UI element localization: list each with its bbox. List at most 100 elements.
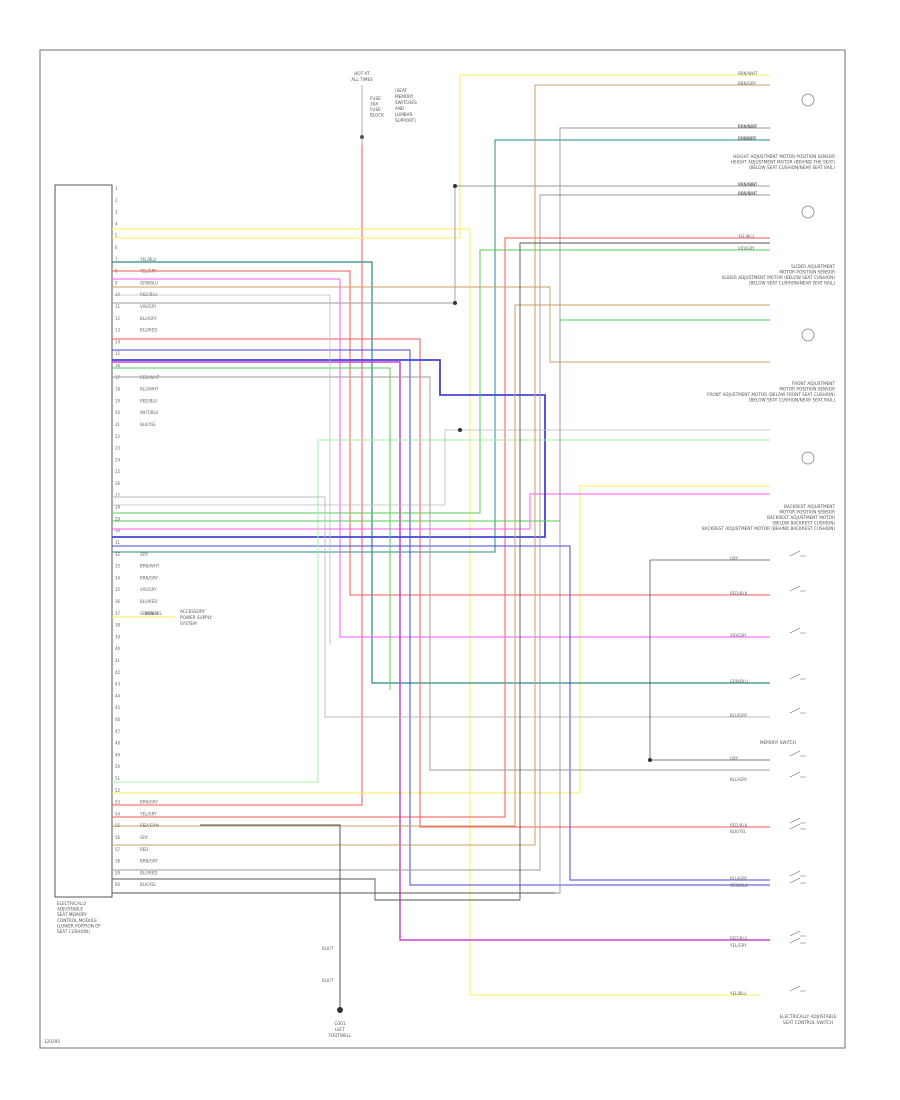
motor-wire-label: BRN/RED [738, 124, 756, 129]
power-note-line: AND [395, 106, 404, 111]
module-pin: 52 [115, 788, 121, 793]
motor-wire-label: BLK/WHT [738, 136, 757, 141]
module-wire-color: GRN/BLU [140, 611, 158, 616]
module-pin: 57 [115, 847, 121, 852]
motor-wire-label: VIO/GRY [738, 246, 755, 251]
wire-magenta-3 [112, 361, 770, 941]
wire-red-2 [112, 338, 770, 828]
reference-system-line: POWER SUPPLY [180, 615, 212, 620]
wire-blue-2 [112, 359, 546, 538]
switch-contact-icon [789, 585, 806, 592]
motor-icon [801, 328, 815, 342]
module-pin: 18 [115, 387, 121, 392]
module-wire-color: BLU/RED [140, 328, 157, 333]
module-pin: 49 [115, 752, 121, 757]
module-pin: 9 [115, 280, 118, 285]
module-pin: 29 [115, 516, 121, 521]
module-pin: 54 [115, 811, 121, 816]
switch-wire-label: BLU/GRY [730, 713, 748, 718]
ground-icon [337, 1007, 343, 1013]
module-pin: 19 [115, 398, 121, 403]
footer-code: 120295 [44, 1039, 60, 1044]
module-pin: 38 [115, 623, 121, 628]
fuse-icon [360, 135, 364, 139]
module-wire-color: VIO/GRY [140, 587, 157, 592]
module-pin: 26 [115, 481, 121, 486]
wire-power-feed [112, 145, 363, 806]
module-caption-line: SEAT CUSHION) [57, 929, 90, 934]
motor-label-line: MOTOR POSITION SENSOR [779, 510, 835, 515]
module-pin: 20 [115, 410, 121, 415]
module-wire-color: BLU/RED [140, 870, 157, 875]
module-wire-color: VIO/GRY [140, 304, 157, 309]
fuse-label-line: 30A [370, 102, 378, 107]
module-pin: 59 [115, 870, 121, 875]
module-pin: 45 [115, 705, 121, 710]
switch-wire-label: BLK/YEL [730, 829, 747, 834]
module-pin: 58 [115, 859, 121, 864]
motor-label-line: MOTOR POSITION SENSOR [779, 387, 835, 392]
power-note-line: (SEAT [395, 88, 407, 93]
motor-label-line: MOTOR POSITION SENSOR [779, 270, 835, 275]
module-pin: 16 [115, 363, 121, 368]
module-pin: 11 [115, 304, 121, 309]
switch-wire-label: GRN/BLU [730, 679, 748, 684]
module-caption-line: ELECTRICALLY [57, 901, 87, 906]
motor-label-line: SLIDER ADJUSTMENT [791, 264, 835, 269]
module-wire-color: BRN/GRY [140, 800, 158, 805]
switch-wire-labels: GRYRED/BLKVIO/GRYGRN/BLUBLU/GRYGRYBLU/GR… [729, 550, 806, 996]
wire-brown-1 [112, 84, 770, 846]
motor-label-line: HEIGHT ADJUSTMENT MOTOR (BEHIND THE SEAT… [731, 160, 836, 165]
switch-contact-icon [789, 817, 806, 824]
motor-wire-label: BRN/WHT [738, 191, 758, 196]
control-module-box [54, 184, 113, 898]
memory-switch-label: MEMORY SWITCH [760, 740, 796, 745]
power-note-line: MEMORY [395, 94, 414, 99]
power-source-line: ALL TIMES [351, 77, 373, 82]
module-pin: 25 [115, 469, 121, 474]
wire-blue-1 [112, 349, 770, 886]
module-wire-color: BRN/GRY [140, 575, 158, 580]
seat-switch-caption-line: SEAT CONTROL SWITCH [783, 1020, 833, 1025]
wire-green-2 [112, 439, 770, 783]
wire-grey-2 [112, 496, 770, 718]
module-pin: 15 [115, 351, 121, 356]
motor-label-line: BACKREST ADJUSTMENT MOTOR (BEHIND BACKRE… [702, 526, 835, 531]
motor-label-line: BACKREST ADJUSTMENT [784, 504, 835, 509]
module-wire-color: BLU/WHT [140, 387, 159, 392]
wire-red-3 [112, 237, 770, 818]
switch-contact-icon [789, 877, 806, 884]
module-pin: 23 [115, 446, 121, 451]
wire-grey-6 [112, 294, 331, 645]
wire-green-1 [112, 249, 770, 514]
motor-wire-label: BRN/WHT [738, 182, 758, 187]
motor-label-line: (BELOW SEAT CUSHION/NEAR SEAT RAIL) [749, 398, 835, 403]
module-caption-line: CONTROL MODULE [57, 918, 97, 923]
module-wire-color: RED [140, 847, 148, 852]
ground-label-line: G301 [334, 1021, 346, 1026]
module-pin: 36 [115, 599, 121, 604]
wire-magenta-1 [112, 278, 770, 638]
module-pin: 21 [115, 422, 121, 427]
module-pin: 44 [115, 693, 121, 698]
wire-memory-gnd [649, 560, 770, 761]
motor-label-line: (BELOW BACKREST CUSHION) [772, 521, 835, 526]
reference-wire-label: BRN/YEL [145, 611, 163, 616]
wire-blue-3 [112, 545, 770, 881]
wire-teal-2 [112, 139, 770, 553]
module-pin: 4 [115, 221, 118, 226]
module-caption-line: ADJUSTABLE [57, 907, 83, 912]
module-pin: 40 [115, 646, 121, 651]
module-wire-color: BLU/GRY [140, 316, 158, 321]
motor-label-line: (BELOW SEAT CUSHION/NEAR SEAT RAIL) [749, 165, 835, 170]
switch-contact-icon [789, 870, 806, 877]
switch-wire-label: YEL/GRY [729, 943, 747, 948]
motor-wire-label: YEL/BLU [737, 234, 754, 239]
wire-grey-7 [112, 429, 770, 506]
switch-contact-icon [789, 985, 806, 992]
